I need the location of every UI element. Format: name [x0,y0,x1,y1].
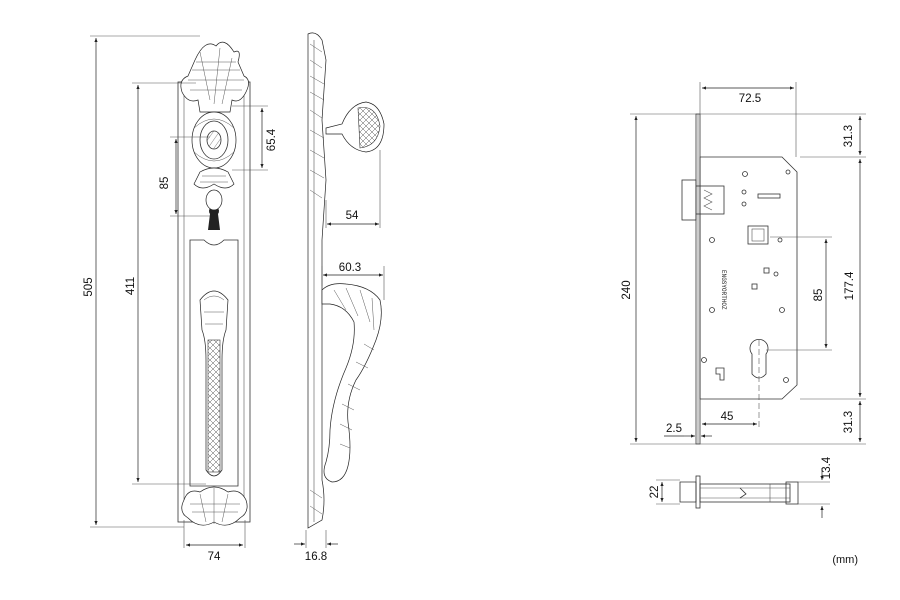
dim-side-handle: 60.3 [339,262,361,274]
keyhole [208,205,220,230]
side-lever-handle [321,283,382,483]
dim-front-height: 505 [83,277,95,296]
dim-front-rosette: 65.4 [266,128,278,151]
dim-lock-body-span: 177.4 [844,271,856,300]
unit-label: (mm) [832,554,858,566]
dim-lock-bottom-offset: 31.3 [843,411,855,433]
side-view: 54 60.3 16.8 [294,32,385,563]
latch-bolt [681,179,697,221]
side-backplate [307,32,327,529]
lock-case-inscription: ENGSYORTHOZ [720,270,727,310]
dim-lock-backset: 72.5 [739,93,761,105]
dim-front-width: 74 [208,551,221,563]
front-crown-ornament [180,41,249,113]
dim-lock-faceplate-thickness: 2.5 [666,423,682,435]
mortise-lock-view: ENGSYORTHOZ 72.5 31.3 240 [621,82,866,445]
front-view: 505 411 85 65.4 74 [83,35,278,563]
front-bottom-ornament [181,486,248,526]
dim-lock-body-height: 240 [621,280,633,299]
dim-lock-cylinder-backset: 45 [721,411,734,423]
dim-latch-throw: 13.4 [821,456,833,479]
cylinder-hole [749,339,769,379]
dim-front-center-span: 411 [125,277,137,295]
dim-lock-top-offset: 31.3 [843,125,855,147]
latch-section [679,481,697,503]
dim-latch-height: 22 [649,486,661,499]
front-handle-recess [189,239,239,487]
dim-side-thickness: 16.8 [305,551,327,563]
dim-front-cylinder-span: 85 [159,177,171,190]
spindle-hub [747,225,769,245]
latch-section-view: 13.4 22 [649,456,833,518]
front-ribbon-bow [193,167,235,189]
dim-lock-center-distance: 85 [813,289,825,302]
lock-case [699,156,798,400]
dim-side-knob: 54 [346,210,359,222]
